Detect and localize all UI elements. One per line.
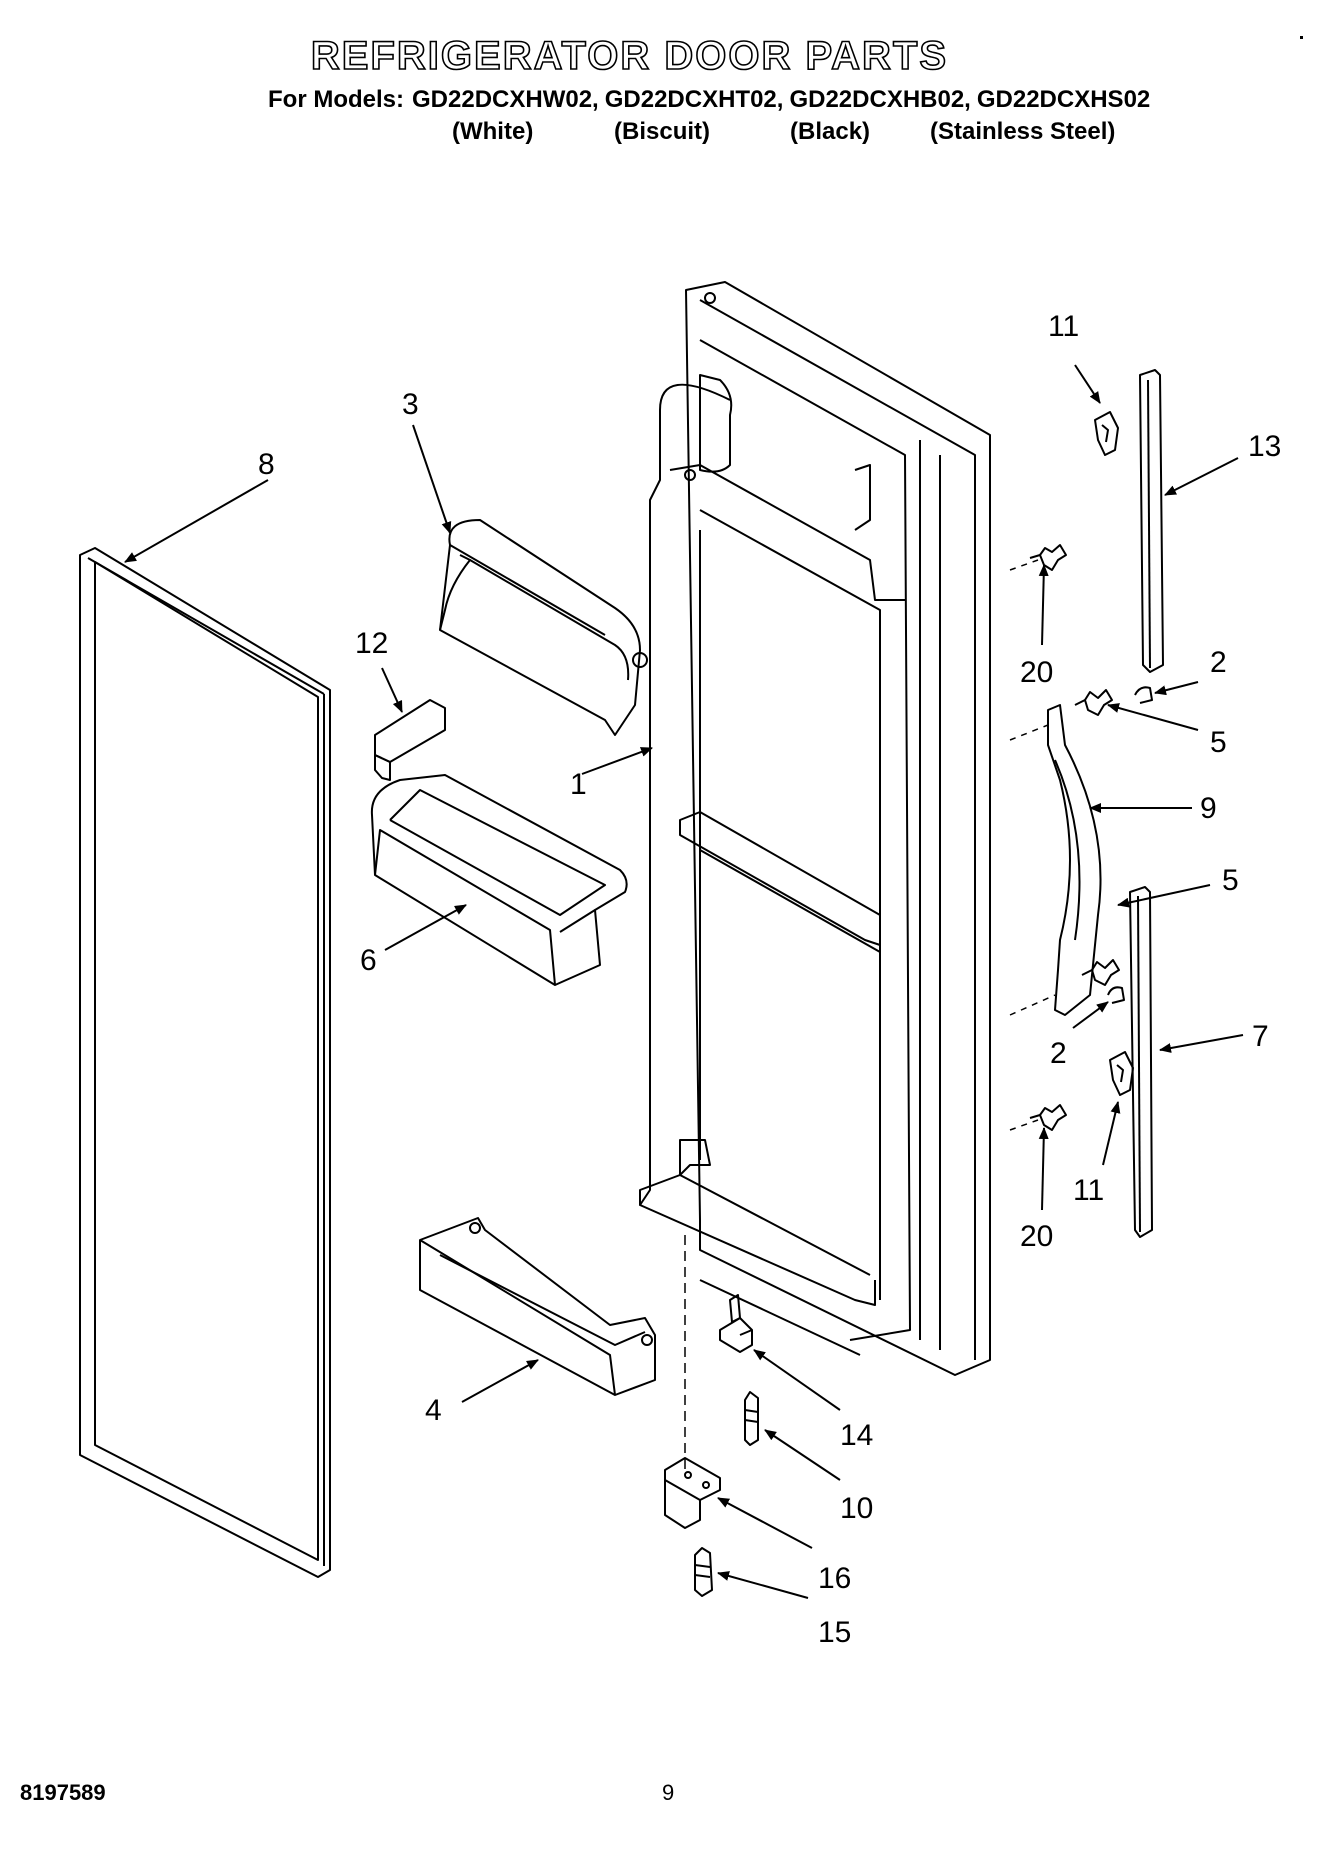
leader-lines: [124, 364, 1244, 1599]
callout-9: 9: [1200, 792, 1217, 825]
callout-5-lower: 5: [1222, 864, 1239, 897]
screw-5-lower: [1081, 959, 1120, 986]
upper-trim: [1139, 369, 1164, 673]
door-bin: [370, 774, 628, 986]
hinge-screw: [744, 1391, 759, 1446]
trim-clip-lower: [1109, 1051, 1134, 1096]
document-number: 8197589: [20, 1780, 106, 1805]
callout-20-lower: 20: [1020, 1220, 1053, 1253]
scan-dot: [1300, 36, 1303, 39]
model-number: GD22DCXHT02,: [604, 86, 784, 113]
callout-20-upper: 20: [1020, 656, 1053, 689]
trim-clip-upper: [1094, 411, 1119, 456]
page-title: REFRIGERATOR DOOR PARTS: [310, 33, 949, 79]
callout-4: 4: [425, 1394, 442, 1427]
model-number: GD22DCXHB02,: [789, 86, 971, 113]
callout-10: 10: [840, 1492, 873, 1525]
color-biscuit: (Biscuit): [614, 118, 710, 145]
door-handle: [1009, 704, 1102, 1016]
callout-14: 14: [840, 1419, 873, 1452]
screw-upper: [1009, 544, 1067, 571]
callout-6: 6: [360, 944, 377, 977]
hinge-screw-bottom: [694, 1547, 713, 1597]
bottom-shelf: [419, 1217, 656, 1396]
dairy-door: [439, 519, 648, 736]
lower-trim: [1129, 886, 1153, 1238]
retainer-upper: [1134, 686, 1153, 704]
callout-11-upper: 11: [1048, 310, 1079, 343]
screw-lower: [1009, 1104, 1067, 1131]
color-white: (White): [452, 118, 534, 145]
model-number: GD22DCXHW02,: [412, 86, 599, 113]
callout-13: 13: [1248, 430, 1281, 463]
page-number: 9: [662, 1780, 675, 1805]
door-clip: [374, 699, 446, 781]
model-list: For Models:GD22DCXHW02,GD22DCXHT02,GD22D…: [268, 86, 1156, 114]
callout-2-lower: 2: [1050, 1037, 1067, 1070]
callout-7: 7: [1252, 1020, 1269, 1053]
callout-3: 3: [402, 388, 419, 421]
model-number: GD22DCXHS02: [976, 86, 1151, 113]
callout-1: 1: [570, 768, 587, 801]
door-gasket: [79, 547, 331, 1578]
models-label: For Models:: [268, 86, 404, 113]
callout-11-lower: 11: [1073, 1174, 1104, 1207]
bottom-hinge: [664, 1457, 721, 1529]
callout-16: 16: [818, 1562, 851, 1595]
hinge-pin: [719, 1294, 753, 1353]
color-black: (Black): [790, 118, 871, 145]
color-stainless: (Stainless Steel): [930, 118, 1116, 145]
callout-5-upper: 5: [1210, 726, 1227, 759]
callout-2-upper: 2: [1210, 646, 1227, 679]
door-liner: [639, 281, 991, 1376]
retainer-lower: [1107, 986, 1125, 1004]
screw-5-upper: [1074, 689, 1113, 716]
callout-8: 8: [258, 448, 275, 481]
callout-15: 15: [818, 1616, 851, 1649]
callout-12: 12: [355, 627, 388, 660]
